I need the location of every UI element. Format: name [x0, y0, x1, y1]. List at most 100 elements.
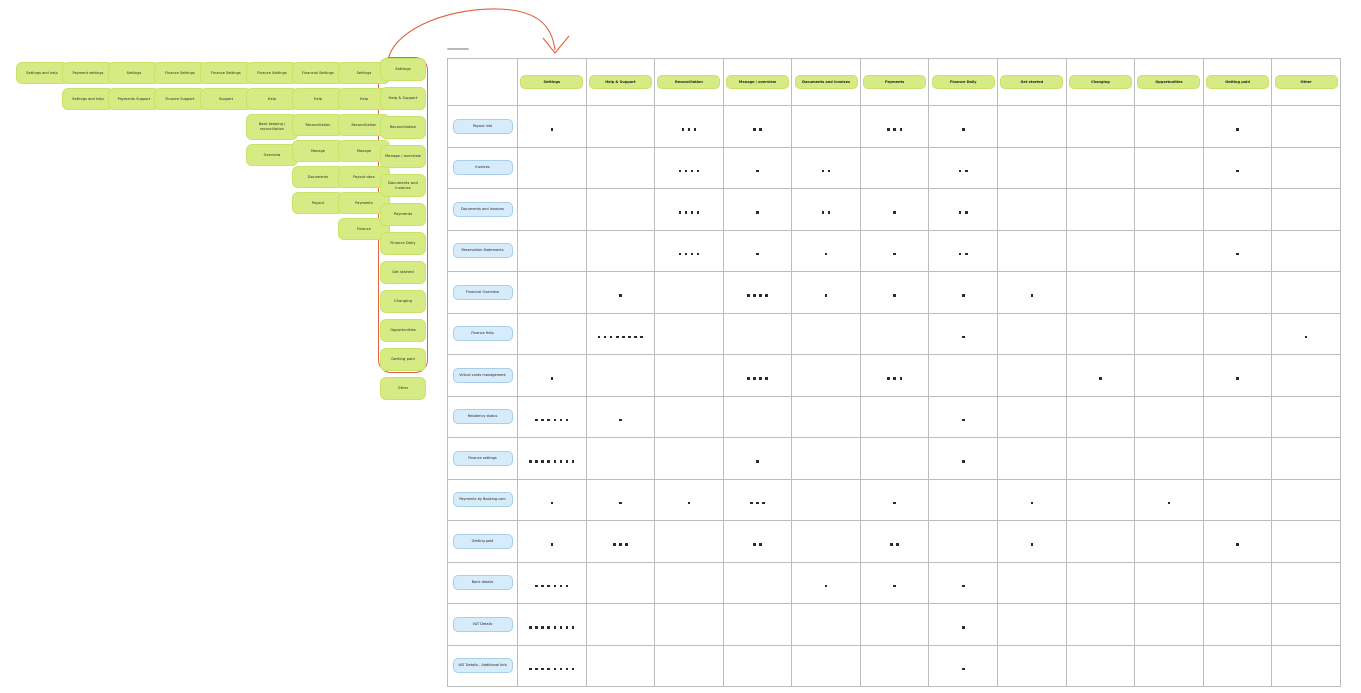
- matrix-cell[interactable]: [517, 478, 587, 521]
- cluster-node[interactable]: Settings: [338, 62, 390, 84]
- matrix-cell[interactable]: [1202, 520, 1273, 563]
- matrix-cell[interactable]: [997, 603, 1067, 646]
- matrix-cell[interactable]: [517, 603, 587, 646]
- matrix-cell[interactable]: [791, 520, 861, 563]
- matrix-cell[interactable]: [585, 271, 656, 314]
- matrix-cell[interactable]: [1202, 354, 1273, 397]
- matrix-cell[interactable]: [654, 105, 724, 148]
- matrix-cell[interactable]: [722, 229, 793, 272]
- matrix-cell[interactable]: [722, 520, 793, 563]
- matrix-column-header[interactable]: Reconciliation: [654, 58, 724, 106]
- matrix-cell[interactable]: [859, 105, 930, 148]
- matrix-column-header[interactable]: Other: [1271, 58, 1341, 106]
- matrix-cell[interactable]: [1134, 354, 1204, 397]
- matrix-cell[interactable]: [997, 644, 1067, 687]
- matrix-cell[interactable]: [1202, 395, 1273, 438]
- cluster-node[interactable]: Support: [200, 88, 252, 110]
- cluster-node[interactable]: Help: [292, 88, 344, 110]
- cluster-node[interactable]: Manage: [292, 140, 344, 162]
- matrix-cell[interactable]: [585, 354, 656, 397]
- matrix-cell[interactable]: [517, 520, 587, 563]
- matrix-cell[interactable]: [585, 105, 656, 148]
- matrix-cell[interactable]: [1202, 188, 1273, 231]
- matrix-cell[interactable]: [1271, 105, 1341, 148]
- matrix-cell[interactable]: [791, 312, 861, 355]
- matrix-cell[interactable]: [585, 146, 656, 189]
- matrix-cell[interactable]: [1134, 271, 1204, 314]
- matrix-row-header[interactable]: Documents and invoices: [447, 188, 518, 231]
- matrix-cell[interactable]: [585, 603, 656, 646]
- matrix-cell[interactable]: [1134, 603, 1204, 646]
- matrix-cell[interactable]: [1134, 520, 1204, 563]
- matrix-cell[interactable]: [928, 603, 999, 646]
- matrix-column-header[interactable]: Settings: [517, 58, 587, 106]
- cluster-node[interactable]: Documents: [292, 166, 344, 188]
- matrix-cell[interactable]: [928, 520, 999, 563]
- matrix-cell[interactable]: [722, 603, 793, 646]
- matrix-cell[interactable]: [1134, 188, 1204, 231]
- matrix-cell[interactable]: [1065, 271, 1136, 314]
- matrix-cell[interactable]: [1202, 561, 1273, 604]
- matrix-cell[interactable]: [791, 561, 861, 604]
- matrix-cell[interactable]: [1065, 644, 1136, 687]
- matrix-cell[interactable]: [859, 603, 930, 646]
- matrix-cell[interactable]: [791, 354, 861, 397]
- matrix-cell[interactable]: [517, 644, 587, 687]
- matrix-cell[interactable]: [654, 520, 724, 563]
- cluster-node[interactable]: Settings and help: [62, 88, 114, 110]
- matrix-cell[interactable]: [859, 188, 930, 231]
- matrix-row-header[interactable]: Getting paid: [447, 520, 518, 563]
- matrix-column-header[interactable]: Payments: [859, 58, 930, 106]
- final-column-node[interactable]: Manage / overview: [380, 145, 426, 168]
- matrix-cell[interactable]: [1271, 354, 1341, 397]
- matrix-cell[interactable]: [722, 146, 793, 189]
- matrix-cell[interactable]: [859, 520, 930, 563]
- matrix-row-header[interactable]: VAT Details - Additional Info: [447, 644, 518, 687]
- matrix-cell[interactable]: [928, 644, 999, 687]
- matrix-cell[interactable]: [722, 354, 793, 397]
- matrix-column-header[interactable]: Finance Daily: [928, 58, 999, 106]
- matrix-cell[interactable]: [1065, 520, 1136, 563]
- matrix-cell[interactable]: [1134, 561, 1204, 604]
- matrix-cell[interactable]: [928, 395, 999, 438]
- cluster-node[interactable]: Payments Support: [108, 88, 160, 110]
- matrix-cell[interactable]: [654, 603, 724, 646]
- matrix-cell[interactable]: [997, 271, 1067, 314]
- matrix-cell[interactable]: [928, 437, 999, 480]
- matrix-cell[interactable]: [928, 146, 999, 189]
- matrix-row-header[interactable]: Finance settings: [447, 437, 518, 480]
- matrix-cell[interactable]: [1065, 105, 1136, 148]
- cluster-node[interactable]: Manage: [338, 140, 390, 162]
- matrix-row-header[interactable]: Bank details: [447, 561, 518, 604]
- matrix-cell[interactable]: [722, 271, 793, 314]
- matrix-cell[interactable]: [859, 644, 930, 687]
- matrix-cell[interactable]: [791, 229, 861, 272]
- matrix-row-header[interactable]: Financial Overview: [447, 271, 518, 314]
- matrix-cell[interactable]: [1271, 271, 1341, 314]
- matrix-cell[interactable]: [928, 105, 999, 148]
- matrix-cell[interactable]: [654, 561, 724, 604]
- matrix-cell[interactable]: [1065, 561, 1136, 604]
- matrix-cell[interactable]: [654, 644, 724, 687]
- matrix-cell[interactable]: [859, 312, 930, 355]
- matrix-cell[interactable]: [928, 271, 999, 314]
- matrix-cell[interactable]: [791, 271, 861, 314]
- matrix-cell[interactable]: [1202, 312, 1273, 355]
- matrix-cell[interactable]: [859, 354, 930, 397]
- final-column-node[interactable]: Finance Daily: [380, 232, 426, 255]
- matrix-cell[interactable]: [791, 146, 861, 189]
- matrix-cell[interactable]: [1202, 229, 1273, 272]
- matrix-cell[interactable]: [517, 561, 587, 604]
- matrix-row-header[interactable]: Reservation Statements: [447, 229, 518, 272]
- matrix-cell[interactable]: [585, 312, 656, 355]
- final-column-node[interactable]: Getting paid: [380, 348, 426, 371]
- matrix-cell[interactable]: [517, 229, 587, 272]
- matrix-cell[interactable]: [1271, 188, 1341, 231]
- cluster-node[interactable]: Settings: [108, 62, 160, 84]
- matrix-cell[interactable]: [928, 478, 999, 521]
- matrix-cell[interactable]: [997, 146, 1067, 189]
- matrix-cell[interactable]: [997, 354, 1067, 397]
- matrix-cell[interactable]: [928, 312, 999, 355]
- cluster-node[interactable]: Reconciliation: [292, 114, 344, 136]
